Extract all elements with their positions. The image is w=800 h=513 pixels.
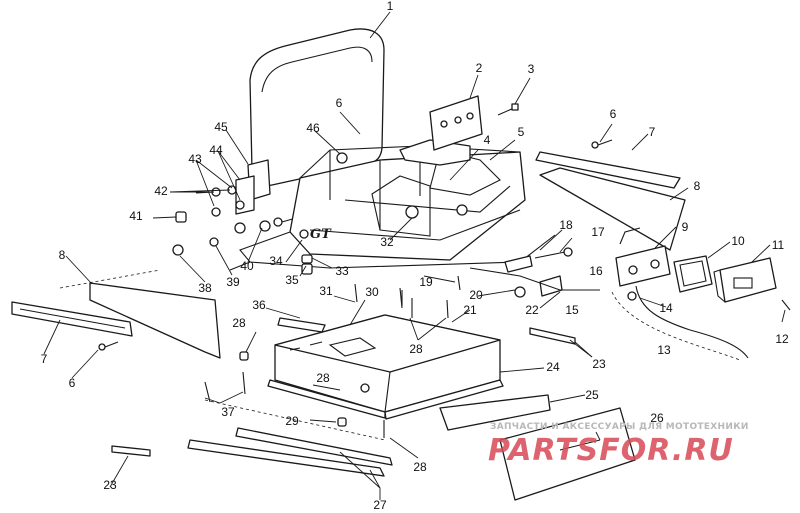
watermark: ЗАПЧАСТИ И АКСЕССУАРЫ ДЛЯ МОТОТЕХНИКИ PA… <box>488 422 749 468</box>
callout-38: 38 <box>198 281 212 295</box>
callout-28c: 28 <box>316 371 330 385</box>
callout-4: 4 <box>484 133 491 147</box>
callout-1: 1 <box>387 0 394 13</box>
callout-28a: 28 <box>232 316 246 330</box>
callout-20: 20 <box>469 288 483 302</box>
callout-6b: 6 <box>610 107 617 121</box>
callout-34: 34 <box>269 254 283 268</box>
callout-41: 41 <box>129 209 143 223</box>
callout-43: 43 <box>188 152 202 166</box>
callout-18: 18 <box>559 218 573 232</box>
callout-23b: 23 <box>103 478 117 492</box>
callout-19: 19 <box>419 275 433 289</box>
callout-13: 13 <box>657 343 671 357</box>
box-rails-and-covers <box>111 327 636 501</box>
callout-27: 27 <box>373 498 387 512</box>
callout-35: 35 <box>285 273 299 287</box>
taillight-assembly <box>611 227 791 361</box>
callout-39: 39 <box>226 275 240 289</box>
callout-9: 9 <box>682 220 689 234</box>
callout-24: 24 <box>546 360 560 374</box>
callout-3: 3 <box>528 62 535 76</box>
callout-44: 44 <box>209 143 223 157</box>
callout-32: 32 <box>380 235 394 249</box>
callout-10: 10 <box>731 234 745 248</box>
callout-30: 30 <box>365 285 379 299</box>
right-side-panel <box>535 139 686 251</box>
callout-42: 42 <box>154 184 168 198</box>
callout-46: 46 <box>306 121 320 135</box>
callout-23a: 23 <box>592 357 606 371</box>
watermark-caption: ЗАПЧАСТИ И АКСЕССУАРЫ ДЛЯ МОТОТЕХНИКИ <box>490 422 749 432</box>
callout-36: 36 <box>252 298 266 312</box>
callout-22: 22 <box>525 303 539 317</box>
backrest-bracket <box>175 152 348 234</box>
callout-5: 5 <box>518 125 525 139</box>
leader-lines <box>43 11 786 500</box>
callout-40: 40 <box>240 259 254 273</box>
callout-16: 16 <box>589 264 603 278</box>
callout-25: 25 <box>585 388 599 402</box>
box-fasteners <box>204 290 449 441</box>
callout-17: 17 <box>591 225 605 239</box>
callout-12: 12 <box>775 332 789 346</box>
callout-31: 31 <box>319 284 333 298</box>
callout-7b: 7 <box>41 352 48 366</box>
frame-marking: GT <box>310 227 332 242</box>
rack-fasteners <box>172 229 403 309</box>
callout-2: 2 <box>476 61 483 75</box>
rear-rack-frame <box>229 139 556 271</box>
callout-37: 37 <box>221 405 235 419</box>
light-bracket <box>457 247 600 298</box>
callout-33: 33 <box>335 264 349 278</box>
callout-28b: 28 <box>409 342 423 356</box>
callout-21: 21 <box>463 303 477 317</box>
left-side-panel <box>11 269 221 359</box>
callout-6c: 6 <box>69 376 76 390</box>
callout-29: 29 <box>285 414 299 428</box>
callout-15: 15 <box>565 303 579 317</box>
callout-7a: 7 <box>649 125 656 139</box>
callout-6a: 6 <box>336 96 343 110</box>
callout-8a: 8 <box>694 179 701 193</box>
callout-28d: 28 <box>413 460 427 474</box>
storage-box <box>267 314 504 420</box>
rack-mount-plate <box>429 95 519 151</box>
callout-14: 14 <box>659 301 673 315</box>
callout-26: 26 <box>650 411 664 425</box>
callout-45: 45 <box>214 120 228 134</box>
callout-labels: 1 2 3 4 5 6 6 6 7 7 8 8 9 10 11 12 13 14… <box>41 0 789 512</box>
callout-11: 11 <box>772 238 785 252</box>
watermark-brand: PARTSFOR.RU <box>488 433 734 468</box>
callout-8b: 8 <box>59 248 66 262</box>
